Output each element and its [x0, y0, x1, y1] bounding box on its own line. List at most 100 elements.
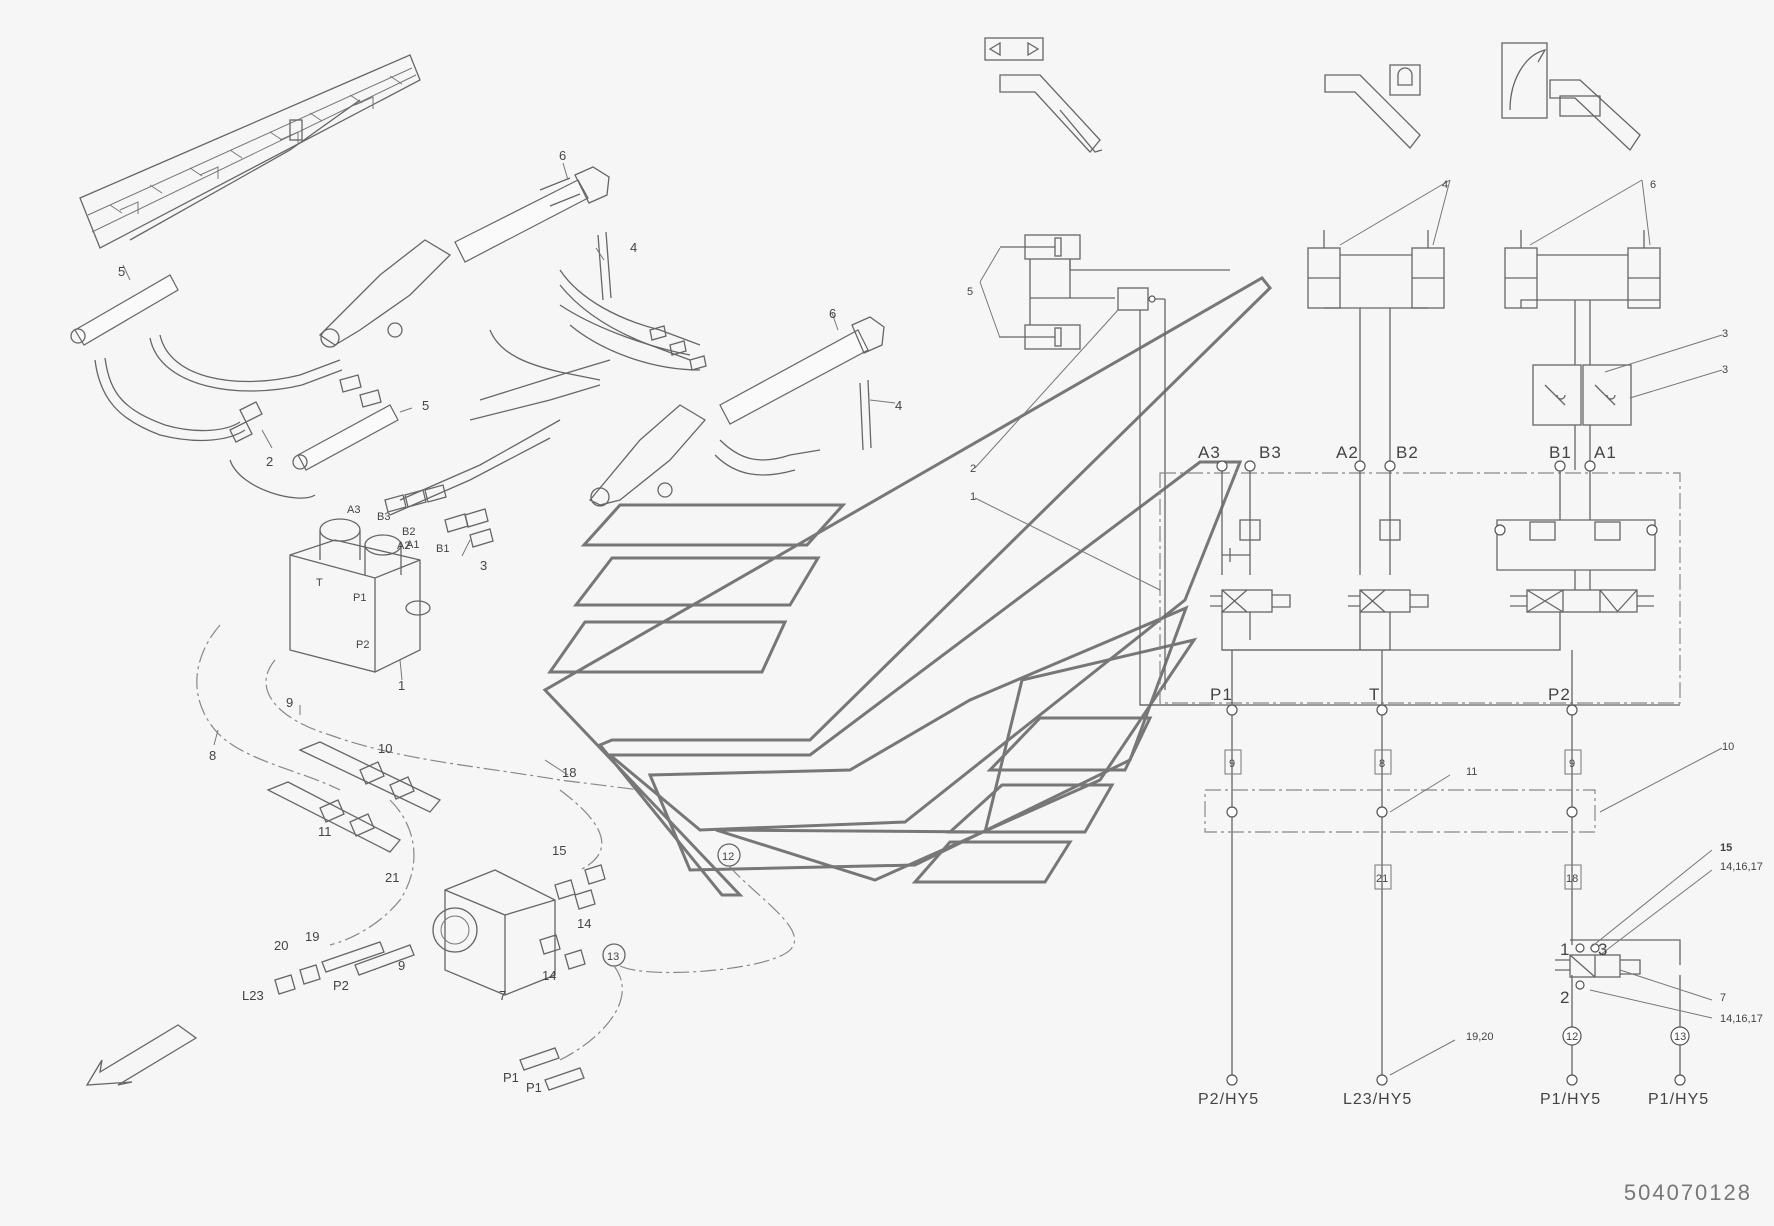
label-20: 20: [274, 938, 288, 953]
valve-7-fittings: [274, 864, 606, 1091]
cylinder-4-lower: [859, 379, 872, 451]
cylinder-group-6: [1504, 230, 1661, 470]
callout-10: 10: [1722, 741, 1734, 753]
cylinder-5-left: [74, 274, 179, 346]
hose-tag-13: 13: [1674, 1031, 1686, 1043]
pictorial-labels: 6 6 4 4 5 5 2 3 1 A3 B3 B2 A2 A1 B1 P1 T…: [118, 148, 902, 1095]
terminal-p1-hy5-a: P1/HY5: [1540, 1091, 1601, 1108]
valve-7: [432, 869, 556, 996]
hose-tag-12: 12: [1566, 1031, 1578, 1043]
pictorial-view: 6 6 4 4 5 5 2 3 1 A3 B3 B2 A2 A1 B1 P1 T…: [70, 54, 1273, 1095]
label-6-lower: 6: [829, 306, 836, 321]
fittings: [229, 325, 707, 548]
label-p2: P2: [333, 978, 349, 993]
label-18: 18: [562, 765, 576, 780]
hydraulic-schematic: A3 B3 A2 B2 B1 A1 P1 T P2 1 3 2 4 6 3 3 …: [967, 37, 1763, 1108]
function-icons: [984, 37, 1641, 153]
callout-7: 7: [1720, 992, 1726, 1004]
schematic-valve-7: [1555, 943, 1641, 990]
callout-11: 11: [1466, 766, 1477, 778]
port-p2: P2: [1548, 685, 1571, 704]
cylinder-4-upper: [597, 231, 612, 301]
label-8: 8: [209, 748, 216, 763]
leader-lines: [122, 162, 896, 776]
label-p1-b: P1: [526, 1080, 542, 1095]
linkage-upper: [318, 239, 452, 346]
label-b3: B3: [377, 511, 390, 523]
label-10: 10: [378, 741, 392, 756]
schematic-leaders: [974, 179, 1723, 1076]
label-2: 2: [266, 454, 273, 469]
port-b3: B3: [1259, 443, 1282, 462]
hose-tag-18: 18: [1566, 873, 1578, 885]
callout-5: 5: [967, 286, 973, 298]
port-b1: B1: [1549, 443, 1572, 462]
valve-port-3: 3: [1598, 940, 1608, 959]
couplings: [266, 741, 442, 853]
callout-2: 2: [970, 463, 976, 475]
callout-14-16-17-upper: 14,16,17: [1720, 861, 1763, 873]
callout-14-16-17-lower: 14,16,17: [1720, 1013, 1763, 1025]
label-a3: A3: [347, 504, 360, 516]
label-b2: B2: [402, 526, 415, 538]
hose-tag-8: 8: [1379, 758, 1385, 770]
label-15: 15: [552, 843, 566, 858]
cylinder-group-4: [1307, 230, 1445, 470]
label-11: 11: [318, 824, 332, 839]
hose-tag-shapes: [1224, 749, 1582, 890]
cylinder-6-lower: [719, 316, 885, 425]
label-3: 3: [480, 558, 487, 573]
terminal-p1-hy5-b: P1/HY5: [1648, 1091, 1709, 1108]
label-19: 19: [305, 929, 319, 944]
hose-21: [329, 799, 415, 946]
valve-port-1: 1: [1560, 940, 1570, 959]
port-a2: A2: [1336, 443, 1359, 462]
label-1: 1: [398, 678, 405, 693]
label-l23: L23: [242, 988, 264, 1003]
label-a1: A1: [406, 539, 419, 551]
valve-block-1: [289, 518, 431, 673]
callout-4: 4: [1442, 179, 1448, 191]
label-5-right: 5: [422, 398, 429, 413]
label-valve-t: T: [316, 577, 323, 589]
label-13: 13: [607, 951, 619, 963]
label-12: 12: [722, 851, 734, 863]
callout-3a: 3: [1722, 328, 1728, 340]
callout-1: 1: [970, 491, 976, 503]
drawing-number: 504070128: [1623, 1180, 1752, 1205]
label-4-upper: 4: [630, 240, 637, 255]
label-valve-p1: P1: [353, 592, 366, 604]
label-p1-a: P1: [503, 1070, 519, 1085]
label-a2: A2: [397, 540, 410, 552]
conveyor-boom: [79, 54, 421, 249]
projection-planes: [542, 276, 1273, 897]
label-9-lower: 9: [398, 958, 405, 973]
label-4-lower: 4: [895, 398, 902, 413]
port-a1: A1: [1594, 443, 1617, 462]
label-9-upper: 9: [286, 695, 293, 710]
spool-valves: [1210, 570, 1654, 651]
label-5-left: 5: [118, 264, 125, 279]
terminal-p2-hy5: P2/HY5: [1198, 1091, 1259, 1108]
schematic-labels: A3 B3 A2 B2 B1 A1 P1 T P2 1 3 2 4 6 3 3 …: [967, 179, 1763, 1108]
hoses: [94, 269, 821, 516]
hose-tag-21: 21: [1376, 873, 1388, 885]
hose-tag-9-left: 9: [1229, 758, 1235, 770]
label-14-upper: 14: [577, 916, 591, 931]
hose-18: [265, 659, 641, 791]
valve-block-boundary: [1159, 472, 1681, 704]
label-6-upper: 6: [559, 148, 566, 163]
hose-8: [196, 624, 341, 791]
callout-15: 15: [1720, 842, 1732, 854]
label-b1: B1: [436, 543, 449, 555]
label-14-lower: 14: [542, 968, 556, 983]
valve-port-2: 2: [1560, 988, 1570, 1007]
terminal-l23-hy5: L23/HY5: [1343, 1091, 1412, 1108]
label-21: 21: [385, 870, 399, 885]
cylinder-6-upper: [454, 166, 610, 263]
cylinder-group-5: [1000, 234, 1230, 706]
linkage-lower: [588, 404, 707, 506]
port-t: T: [1369, 685, 1380, 704]
port-circles: [1216, 460, 1690, 1086]
